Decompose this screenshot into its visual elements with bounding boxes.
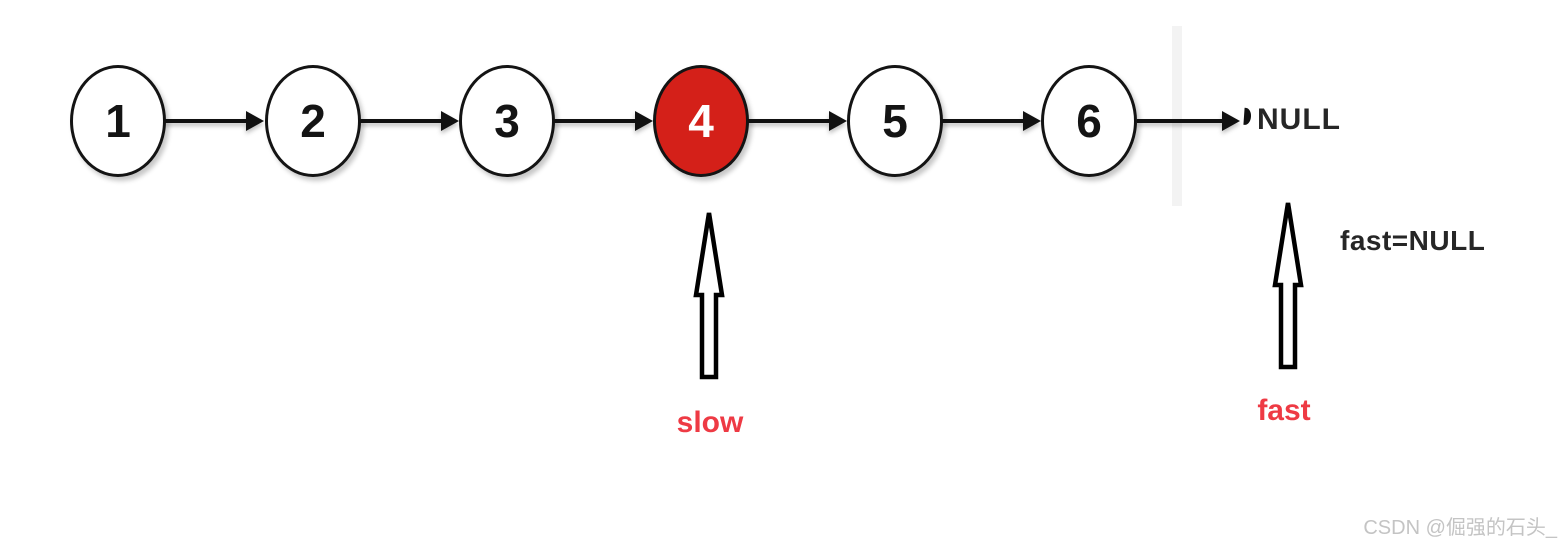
arrow-shaft	[165, 119, 247, 123]
list-node-2: 2	[265, 65, 361, 177]
fast-pointer-up-arrow-icon	[1272, 202, 1304, 370]
null-tick-mark	[1243, 107, 1252, 126]
arrow-shaft	[748, 119, 830, 123]
arrow-head-icon	[1023, 111, 1041, 131]
next-arrow-4-5	[748, 111, 848, 131]
slow-pointer-up-arrow-icon	[693, 212, 725, 380]
next-arrow-2-3	[360, 111, 460, 131]
arrow-shaft	[360, 119, 442, 123]
node-value: 4	[688, 95, 714, 147]
fast-pointer-label: fast	[1257, 394, 1311, 427]
list-node-3: 3	[459, 65, 555, 177]
node-value: 6	[1076, 95, 1102, 147]
node-value: 2	[300, 95, 326, 147]
slow-pointer-label: slow	[676, 406, 744, 439]
background-seam	[1172, 26, 1182, 206]
arrow-shaft	[1137, 119, 1223, 123]
node-value: 3	[494, 95, 520, 147]
next-arrow-6-null	[1137, 111, 1242, 131]
node-value: 5	[882, 95, 908, 147]
next-arrow-3-4	[554, 111, 654, 131]
csdn-watermark: CSDN @倔强的石头_	[1363, 517, 1557, 539]
next-arrow-1-2	[165, 111, 265, 131]
arrow-head-icon	[1222, 111, 1240, 131]
arrow-shaft	[554, 119, 636, 123]
arrow-shaft	[942, 119, 1024, 123]
arrow-head-icon	[441, 111, 459, 131]
list-node-1: 1	[70, 65, 166, 177]
list-node-4-highlighted: 4	[653, 65, 749, 177]
list-node-5: 5	[847, 65, 943, 177]
next-arrow-5-6	[942, 111, 1042, 131]
arrow-head-icon	[635, 111, 653, 131]
fast-null-status-label: fast=NULL	[1340, 225, 1486, 256]
arrow-head-icon	[246, 111, 264, 131]
node-value: 1	[105, 95, 131, 147]
list-node-6: 6	[1041, 65, 1137, 177]
arrow-head-icon	[829, 111, 847, 131]
null-terminator-label: NULL	[1257, 103, 1341, 136]
